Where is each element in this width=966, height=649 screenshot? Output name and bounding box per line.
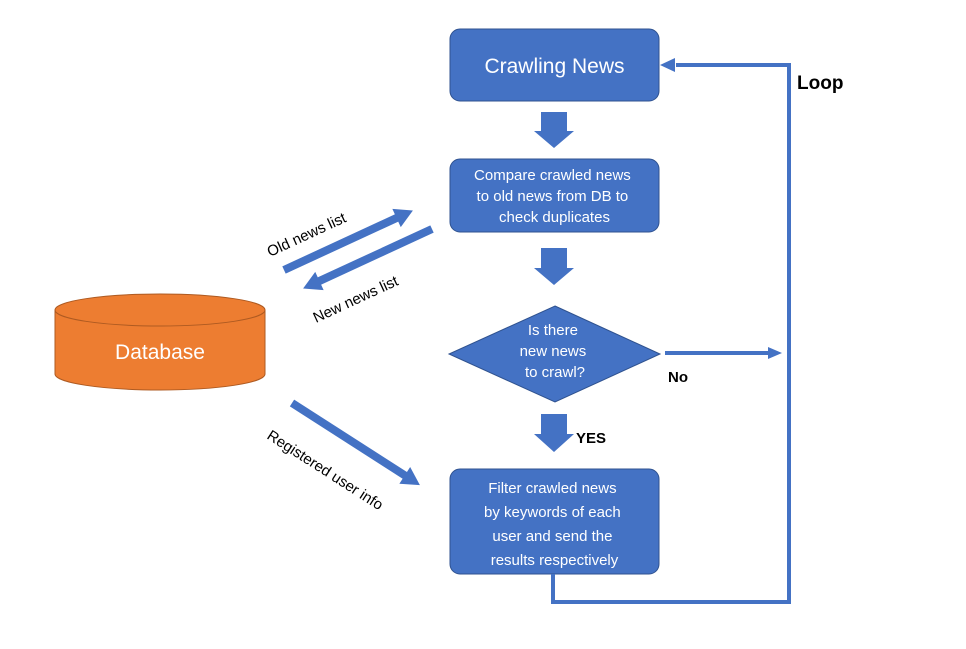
filter-node: Filter crawled news by keywords of each … [449, 468, 660, 575]
compare-line-2: to old news from DB to [477, 188, 629, 205]
decision-diamond [447, 305, 662, 403]
no-label: No [668, 369, 688, 386]
arrow-shaft [314, 225, 434, 287]
crawling-news-box [449, 28, 660, 102]
down-arrow-icon [534, 248, 574, 285]
filter-line-1: Filter crawled news [488, 480, 616, 497]
filter-line-2: by keywords of each [484, 504, 621, 521]
loop-label: Loop [797, 73, 843, 94]
arrow-head-icon [399, 466, 420, 486]
crawling-news-label: Crawling News [484, 55, 624, 78]
registered-user-arrow [289, 399, 420, 486]
down-arrow-icon [534, 414, 574, 452]
decision-line-1: Is there [528, 322, 578, 339]
crawling-news-node: Crawling News [449, 28, 660, 102]
arrow-head-icon [303, 271, 324, 291]
compare-line-3: check duplicates [499, 209, 610, 226]
filter-line-3: user and send the [492, 528, 612, 545]
arrow-shaft [289, 399, 411, 481]
database-body [54, 310, 266, 391]
yes-label: YES [576, 430, 606, 447]
filter-line-4: results respectively [491, 552, 619, 569]
decision-node: Is there new news to crawl? [447, 305, 662, 403]
decision-label: Is there new news to crawl? [520, 322, 591, 381]
arrow-head-icon [660, 58, 675, 72]
new-news-arrow [303, 225, 434, 291]
arrow-shaft [282, 212, 402, 274]
old-news-list-label: Old news list [265, 209, 350, 260]
database-node: Database [54, 293, 266, 391]
database-label: Database [115, 341, 205, 364]
down-arrow-icon [534, 112, 574, 148]
compare-line-1: Compare crawled news [474, 167, 631, 184]
arrow-head-icon [768, 347, 782, 359]
compare-label: Compare crawled news to old news from DB… [474, 167, 635, 226]
compare-node: Compare crawled news to old news from DB… [449, 158, 660, 233]
compare-box [449, 158, 660, 233]
loop-connector [551, 63, 791, 604]
filter-label: Filter crawled news by keywords of each … [484, 480, 625, 569]
database-top [54, 293, 266, 327]
arrow-head-icon [392, 208, 413, 228]
decision-line-3: to crawl? [525, 364, 585, 381]
old-news-arrow [282, 208, 413, 274]
decision-line-2: new news [520, 343, 587, 360]
registered-user-info-label: Registered user info [264, 427, 386, 514]
